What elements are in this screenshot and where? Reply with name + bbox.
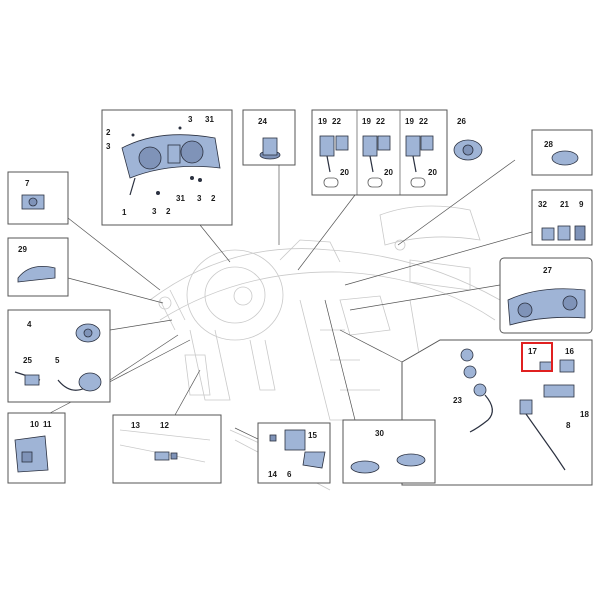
callout-23: 23	[453, 396, 462, 405]
callout-16: 16	[565, 347, 574, 356]
callout-31: 31	[176, 194, 185, 203]
callout-26: 26	[457, 117, 466, 126]
panel-steering-stalks[interactable]: 19 22 20 19 22 20 19 22 20 26	[311, 109, 483, 196]
callout-2: 2	[106, 128, 111, 137]
callout-10: 10	[30, 420, 39, 429]
callout-22: 22	[376, 117, 385, 126]
callout-20: 20	[428, 168, 437, 177]
callout-27: 27	[543, 266, 552, 275]
callout-5: 5	[55, 356, 60, 365]
callout-6: 6	[287, 470, 292, 479]
panel-part-24[interactable]: 24	[242, 109, 296, 166]
panel-instrument-cluster[interactable]: 3 31 2 3 1 3 2 31 3 2	[101, 109, 233, 226]
callout-2: 2	[211, 194, 216, 203]
callout-3: 3	[106, 142, 111, 151]
callout-13: 13	[131, 421, 140, 430]
callout-19: 19	[318, 117, 327, 126]
callout-15: 15	[308, 431, 317, 440]
callout-32: 32	[538, 200, 547, 209]
panel-part-29[interactable]: 29	[7, 237, 69, 297]
callout-8: 8	[566, 421, 571, 430]
panel-parts-14-6-15[interactable]: 14 6 15	[257, 422, 331, 484]
callout-3: 3	[188, 115, 193, 124]
callout-3: 3	[152, 207, 157, 216]
callout-31: 31	[205, 115, 214, 124]
callout-1: 1	[122, 208, 127, 217]
callout-4: 4	[27, 320, 32, 329]
panel-part-30[interactable]: 30	[342, 419, 436, 484]
highlight-box	[521, 342, 553, 372]
callout-22: 22	[332, 117, 341, 126]
callout-30: 30	[375, 429, 384, 438]
panel-parts-13-12[interactable]: 13 12	[112, 414, 222, 484]
callout-14: 14	[268, 470, 277, 479]
callout-19: 19	[405, 117, 414, 126]
callout-3: 3	[197, 194, 202, 203]
panel-part-7[interactable]: 7	[7, 171, 69, 225]
callout-9: 9	[579, 200, 584, 209]
panel-parts-10-11[interactable]: 10 11	[7, 412, 66, 484]
callout-17[interactable]: 17	[528, 347, 537, 356]
callout-24: 24	[258, 117, 267, 126]
callout-18: 18	[580, 410, 589, 419]
callout-11: 11	[43, 420, 52, 429]
callout-20: 20	[384, 168, 393, 177]
callout-7: 7	[25, 179, 30, 188]
panel-part-28[interactable]: 28	[531, 129, 593, 176]
panel-parts-4-25-5[interactable]: 4 25 5	[7, 309, 111, 403]
callout-2: 2	[166, 207, 171, 216]
panel-parts-32-21-9[interactable]: 32 21 9	[531, 189, 593, 246]
callout-20: 20	[340, 168, 349, 177]
callout-21: 21	[560, 200, 569, 209]
callout-29: 29	[18, 245, 27, 254]
callout-25: 25	[23, 356, 32, 365]
callout-22: 22	[419, 117, 428, 126]
callout-12: 12	[160, 421, 169, 430]
panel-part-27[interactable]: 27	[499, 257, 593, 334]
callout-28: 28	[544, 140, 553, 149]
leader-lines	[49, 159, 533, 441]
callout-19: 19	[362, 117, 371, 126]
